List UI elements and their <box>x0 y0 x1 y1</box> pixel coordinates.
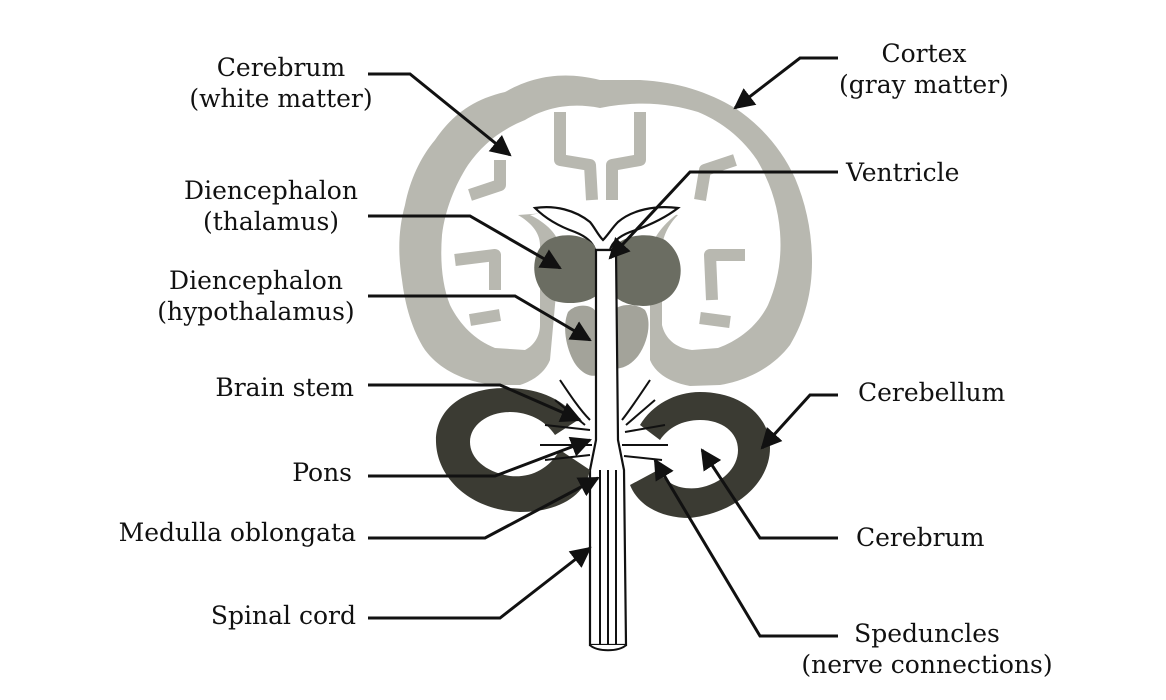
gyri-folds <box>454 112 745 328</box>
label-cortex-line1: Cortex <box>881 39 967 68</box>
spinal-cord-lines <box>599 470 617 645</box>
leader-thalamus <box>368 214 562 270</box>
label-hypothalamus-line1: Diencephalon <box>169 266 343 295</box>
leader-brain-stem <box>368 383 582 423</box>
label-cerebrum-white-matter: Cerebrum (white matter) <box>185 52 377 114</box>
label-brain-stem-text: Brain stem <box>215 373 354 402</box>
label-speduncles: Speduncles (nerve connections) <box>794 618 1060 680</box>
label-cerebrum-white-matter-line1: Cerebrum <box>216 53 346 82</box>
label-cortex-gray-matter: Cortex (gray matter) <box>836 38 1012 100</box>
label-diencephalon-hypothalamus: Diencephalon (hypothalamus) <box>146 265 366 327</box>
label-brain-stem: Brain stem <box>150 372 354 403</box>
leader-ventricle <box>608 170 838 260</box>
label-ventricle: Ventricle <box>846 157 959 188</box>
leader-cortex <box>733 56 838 110</box>
hypothalamus-right <box>612 304 649 369</box>
label-medulla-oblongata: Medulla oblongata <box>60 517 356 548</box>
leader-lines <box>368 56 838 638</box>
hypothalamus-left <box>565 305 597 376</box>
label-ventricle-text: Ventricle <box>846 158 960 187</box>
thalamus-left <box>534 235 596 304</box>
label-diencephalon-thalamus: Diencephalon (thalamus) <box>176 175 366 237</box>
label-pons-text: Pons <box>292 458 352 487</box>
label-pons: Pons <box>150 457 352 488</box>
label-thalamus-line1: Diencephalon <box>184 176 358 205</box>
leader-speduncles <box>653 458 838 638</box>
leader-medulla <box>368 476 600 540</box>
label-cerebellum-text: Cerebellum <box>858 378 1006 407</box>
label-cerebellum: Cerebellum <box>858 377 1005 408</box>
cerebellum-left <box>435 388 590 512</box>
spinal-cord-end <box>589 644 627 652</box>
cerebellum-right <box>630 392 770 518</box>
label-spinal-cord: Spinal cord <box>150 600 356 631</box>
leader-cerebellum <box>760 393 838 450</box>
label-cortex-line2: (gray matter) <box>839 70 1009 99</box>
label-speduncles-line2: (nerve connections) <box>801 650 1053 679</box>
cerebrum-white-matter <box>441 103 781 351</box>
leader-cerebrum-top <box>368 72 512 157</box>
label-spinal-cord-text: Spinal cord <box>210 601 356 630</box>
label-cerebrum-white-matter-line2: (white matter) <box>189 84 373 113</box>
leader-spinal-cord <box>368 546 592 620</box>
ventricle-shape <box>532 206 681 252</box>
leader-hypothalamus <box>368 294 592 342</box>
label-cerebrum-lower-text: Cerebrum <box>856 523 985 552</box>
label-medulla-text: Medulla oblongata <box>118 518 356 547</box>
label-cerebrum-lower: Cerebrum <box>856 522 984 553</box>
label-thalamus-line2: (thalamus) <box>202 207 340 236</box>
label-speduncles-line1: Speduncles <box>854 619 1000 648</box>
leader-pons <box>368 436 592 478</box>
leader-cerebrum-bottom <box>700 448 838 540</box>
label-hypothalamus-line2: (hypothalamus) <box>157 297 355 326</box>
